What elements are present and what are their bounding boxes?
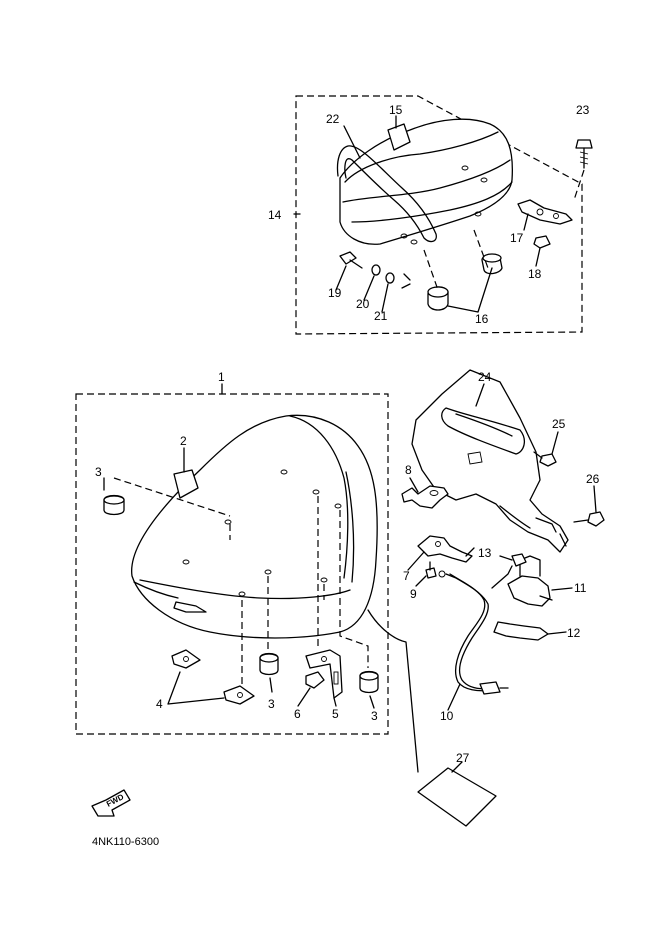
callout-23: 23	[576, 103, 590, 117]
seat-lock-group	[401, 369, 605, 827]
callout-8: 8	[405, 463, 412, 477]
callouts: 1 2 3 3 3 4 5 6 7 8 9 10 11 12 13 14 15 …	[95, 103, 600, 765]
callout-22: 22	[326, 112, 340, 126]
nut-6	[305, 671, 325, 689]
callout-5: 5	[332, 707, 339, 721]
washer-21	[385, 272, 395, 284]
callout-17: 17	[510, 231, 524, 245]
main-seat-group	[75, 383, 419, 773]
bracket-5	[305, 649, 343, 699]
rear-seat-tag	[387, 123, 411, 151]
bolt-23	[575, 139, 593, 169]
seat-tag	[173, 469, 199, 499]
callout-27: 27	[456, 751, 470, 765]
rear-seat-body	[339, 118, 514, 245]
damper-3-middle	[259, 652, 279, 676]
lock-11	[507, 575, 551, 607]
bolt-26	[533, 451, 557, 467]
part-code: 4NK110-6300	[92, 836, 159, 848]
callout-3: 3	[95, 465, 102, 479]
damper-3-right	[359, 670, 379, 694]
washer-20	[371, 264, 381, 276]
fwd-arrow-icon: FWD	[91, 789, 131, 817]
callout-12: 12	[567, 626, 581, 640]
bolt-25	[573, 511, 605, 527]
callout-10: 10	[440, 709, 454, 723]
damper-16	[427, 253, 503, 311]
callout-21: 21	[374, 309, 388, 323]
callout-26: 26	[586, 472, 600, 486]
callout-9: 9	[410, 587, 417, 601]
damper-3-left	[103, 494, 125, 516]
callout-4: 4	[156, 697, 163, 711]
callout-24: 24	[478, 370, 492, 384]
grab-bar	[336, 145, 437, 243]
callout-16: 16	[475, 312, 489, 326]
nut-18	[533, 235, 551, 249]
rear-seat-group-frame	[295, 95, 583, 335]
callout-14: 14	[268, 208, 282, 222]
callout-15: 15	[389, 103, 403, 117]
label-27	[417, 767, 497, 827]
callout-20: 20	[356, 297, 370, 311]
screw-13	[499, 553, 527, 567]
bolt-9	[425, 561, 437, 579]
callout-6: 6	[294, 707, 301, 721]
seat-body	[131, 414, 378, 639]
bracket-8	[401, 485, 449, 509]
callout-11: 11	[574, 581, 587, 595]
main-seat-group-frame	[75, 393, 389, 735]
callout-25: 25	[552, 417, 566, 431]
rear-seat-group	[293, 95, 593, 335]
callout-3: 3	[371, 709, 378, 723]
bracket-7	[417, 535, 473, 563]
plate-12	[493, 621, 549, 641]
cable-10	[438, 570, 509, 695]
callout-13: 13	[478, 546, 492, 560]
clip-nut-4	[171, 649, 255, 705]
callout-19: 19	[328, 286, 342, 300]
bolt-19	[339, 251, 363, 269]
callout-7: 7	[403, 569, 410, 583]
callout-3: 3	[268, 697, 275, 711]
callout-18: 18	[528, 267, 542, 281]
callout-1: 1	[218, 370, 225, 384]
callout-2: 2	[180, 434, 187, 448]
